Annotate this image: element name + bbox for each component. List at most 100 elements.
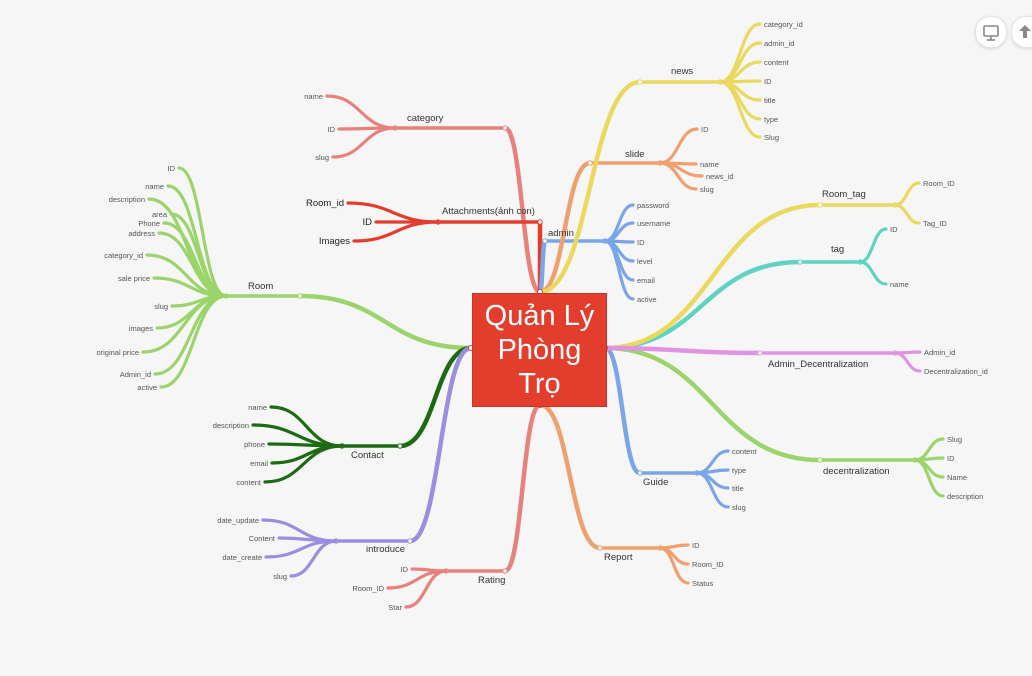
branch-admin-label[interactable]: admin [548,228,574,239]
news-field-label[interactable]: ID [764,77,772,86]
tag-collapse-handle[interactable] [797,259,803,265]
introduce-field-label[interactable]: slug [273,572,287,581]
slide-field-label[interactable]: news_id [706,172,734,181]
guide-field-label[interactable]: type [732,466,746,475]
slide-field-label[interactable]: slug [700,185,714,194]
room-field-label[interactable]: images [129,324,153,333]
admin-field-label[interactable]: password [637,201,669,210]
presentation-button[interactable] [975,16,1007,48]
attachments-field-label[interactable]: Images [319,236,350,247]
category-field-label[interactable]: ID [328,125,336,134]
room-field-label[interactable]: name [145,182,164,191]
news-field-label[interactable]: content [764,58,790,67]
rating-field-label[interactable]: Room_ID [352,584,384,593]
introduce-field-label[interactable]: date_update [217,516,259,525]
news-field-label[interactable]: admin_id [764,39,794,48]
contact-field-label[interactable]: content [236,478,262,487]
guide-field-label[interactable]: title [732,484,744,493]
slide-field-label[interactable]: ID [701,125,709,134]
report-field-label[interactable]: ID [692,541,700,550]
category-collapse-handle[interactable] [502,125,508,131]
rating-field-label[interactable]: Star [388,603,402,612]
attachments-field-label[interactable]: Room_id [306,198,344,209]
category-field-label[interactable]: name [304,92,323,101]
branch-slide-label[interactable]: slide [625,149,645,160]
category-child-connector [331,126,397,159]
contact-field-label[interactable]: name [248,403,267,412]
room-field-label[interactable]: slug [154,302,168,311]
central-topic-node[interactable]: Quản Lý Phòng Trọ [472,293,607,407]
branch-decentralization-label[interactable]: decentralization [823,466,890,477]
room-field-label[interactable]: area [152,210,168,219]
contact-field-label[interactable]: email [250,459,268,468]
branch-room-label[interactable]: Room [248,281,273,292]
guide-field-label[interactable]: slug [732,503,746,512]
branch-contact-label[interactable]: Contact [351,450,384,461]
contact-collapse-handle[interactable] [397,443,403,449]
news-field-label[interactable]: Slug [764,133,779,142]
news-field-label[interactable]: title [764,96,776,105]
decentralization-field-label[interactable]: description [947,492,983,501]
export-button[interactable] [1011,16,1032,48]
branch-news-label[interactable]: news [671,66,693,77]
news-collapse-handle[interactable] [637,79,643,85]
room-field-label[interactable]: address [128,229,155,238]
decentralization-collapse-handle[interactable] [817,457,823,463]
branch-admin_decentralization-label[interactable]: Admin_Decentralization [768,359,868,370]
branch-room_tag-label[interactable]: Room_tag [822,189,866,200]
tag-field-label[interactable]: name [890,280,909,289]
room_tag-field-label[interactable]: Tag_ID [923,219,947,228]
branch-guide-label[interactable]: Guide [643,477,668,488]
branch-introduce-label[interactable]: introduce [366,544,405,555]
category-field-label[interactable]: slug [315,153,329,162]
branch-rating-label[interactable]: Rating [478,575,505,586]
news-field-label[interactable]: type [764,115,778,124]
room-collapse-handle[interactable] [297,293,303,299]
introduce-field-label[interactable]: date_create [222,553,262,562]
rating-child-connector [404,569,448,609]
room-field-label[interactable]: Phone [138,219,160,228]
room-field-label[interactable]: description [109,195,145,204]
news-field-label[interactable]: category_id [764,20,803,29]
admin-field-label[interactable]: ID [637,238,645,247]
room-field-label[interactable]: Admin_id [120,370,151,379]
report-field-label[interactable]: Status [692,579,714,588]
report-field-label[interactable]: Room_ID [692,560,724,569]
introduce-field-label[interactable]: Content [249,534,276,543]
room_tag-collapse-handle[interactable] [817,202,823,208]
guide-collapse-handle[interactable] [637,470,643,476]
admin-field-label[interactable]: email [637,276,655,285]
branch-category-label[interactable]: category [407,113,444,124]
admin-collapse-handle[interactable] [542,238,548,244]
contact-field-label[interactable]: description [213,421,249,430]
admin_decentralization-field-label[interactable]: Decentralization_id [924,367,988,376]
tag-field-label[interactable]: ID [890,225,898,234]
admin-field-label[interactable]: active [637,295,657,304]
attachments-collapse-handle[interactable] [537,219,543,225]
room_tag-field-label[interactable]: Room_ID [923,179,955,188]
decentralization-field-label[interactable]: Slug [947,435,962,444]
branch-tag-label[interactable]: tag [831,244,844,255]
contact-field-label[interactable]: phone [244,440,265,449]
rating-collapse-handle[interactable] [502,568,508,574]
slide-collapse-handle[interactable] [587,160,593,166]
room-field-label[interactable]: sale price [118,274,150,283]
admin-field-label[interactable]: username [637,219,670,228]
branch-attachments-label[interactable]: Attachments(ảnh con) [442,206,535,217]
room-field-label[interactable]: original price [96,348,139,357]
admin_decentralization-collapse-handle[interactable] [757,350,763,356]
room-field-label[interactable]: category_id [104,251,143,260]
branch-report-label[interactable]: Report [604,552,633,563]
room-field-label[interactable]: ID [168,164,176,173]
admin_decentralization-field-label[interactable]: Admin_id [924,348,955,357]
room-field-label[interactable]: active [137,383,157,392]
attachments-field-label[interactable]: ID [363,217,373,228]
report-collapse-handle[interactable] [597,545,603,551]
rating-field-label[interactable]: ID [401,565,409,574]
introduce-collapse-handle[interactable] [407,538,413,544]
admin-field-label[interactable]: level [637,257,653,266]
decentralization-field-label[interactable]: ID [947,454,955,463]
slide-field-label[interactable]: name [700,160,719,169]
guide-field-label[interactable]: content [732,447,758,456]
decentralization-field-label[interactable]: Name [947,473,967,482]
